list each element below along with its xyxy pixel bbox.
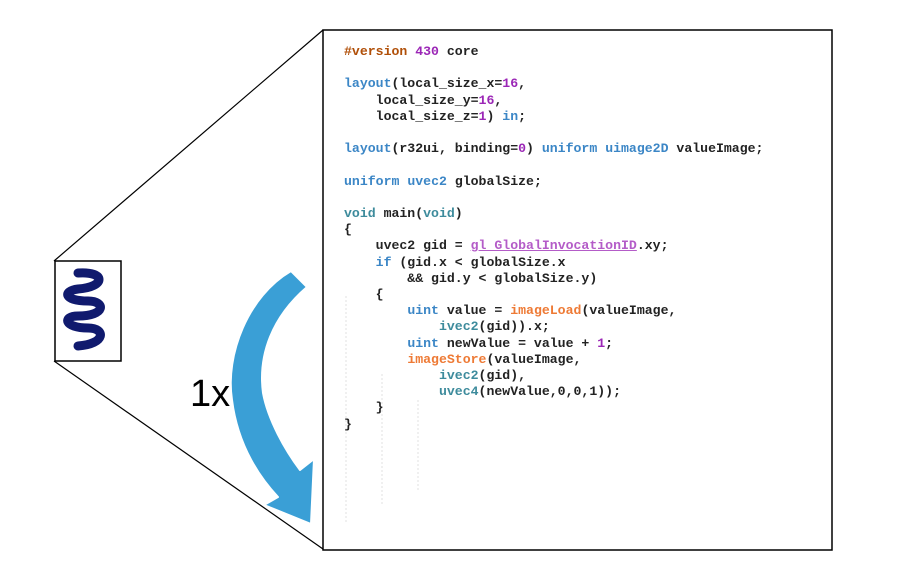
code-token: }	[344, 400, 384, 416]
code-token: )	[486, 108, 503, 124]
indent-guides	[345, 296, 419, 522]
code-token: uniform	[541, 141, 598, 157]
code-token: )	[454, 206, 463, 221]
code-token: {	[344, 222, 352, 238]
code-token: (r32ui, binding=	[391, 141, 519, 157]
code-token: uimage2D	[605, 141, 669, 157]
code-token: (valueImage,	[486, 351, 582, 367]
code-line: uint newValue = value + 1;	[344, 336, 613, 352]
code-line: layout(r32ui, binding=0) uniform uimage2…	[344, 141, 763, 157]
code-token: local_size_z=	[344, 108, 479, 124]
code-token: #version	[344, 44, 408, 59]
code-line: }	[344, 417, 352, 433]
code-token	[344, 368, 439, 383]
code-token: ivec2	[438, 319, 479, 335]
code-token: void	[423, 206, 455, 221]
code-token: newValue = value +	[438, 335, 598, 351]
code-token: {	[344, 287, 384, 302]
code-token: main(	[375, 206, 424, 221]
code-line: ivec2(gid)).x;	[344, 319, 550, 335]
code-token	[344, 319, 439, 334]
code-token: uniform	[344, 173, 400, 189]
code-token	[344, 238, 376, 253]
curved-arrow-icon	[229, 270, 315, 525]
code-token: ,	[518, 76, 527, 92]
thumbnail	[54, 260, 122, 362]
code-token	[597, 141, 605, 156]
code-token: core	[438, 44, 479, 59]
code-token	[344, 352, 407, 367]
code-token: && gid.y < globalSize.y)	[344, 270, 598, 286]
zoom-line-bottom	[53, 360, 324, 550]
code-token: )	[526, 141, 542, 157]
code-token: uvec4	[438, 384, 479, 400]
sine-wave-icon	[63, 268, 105, 351]
code-token	[344, 336, 407, 351]
code-line: local_size_y=16,	[344, 92, 503, 109]
code-token: gl_GlobalInvocationID	[470, 238, 637, 254]
code-token: }	[344, 416, 352, 432]
code-token: layout	[344, 141, 392, 157]
code-token: layout	[344, 76, 392, 92]
code-line: uint value = imageLoad(valueImage,	[344, 303, 676, 319]
code-token: local_size_y=	[344, 92, 479, 108]
code-token: value =	[438, 303, 511, 319]
code-line: }	[344, 400, 384, 416]
code-token: imageLoad	[510, 303, 582, 319]
code-token: ,	[494, 92, 503, 108]
code-line: uvec4(newValue,0,0,1));	[344, 384, 621, 400]
zoom-line-top	[53, 29, 324, 262]
code-line: && gid.y < globalSize.y)	[344, 271, 597, 287]
code-token: (gid)).x;	[478, 319, 550, 335]
code-line: #version 430 core	[344, 44, 479, 60]
code-token: if	[375, 254, 392, 270]
code-line: local_size_z=1) in;	[344, 109, 526, 125]
code-token: gid =	[415, 238, 471, 254]
code-token: uvec2	[375, 238, 416, 254]
code-token: (gid),	[478, 368, 527, 383]
multiplier-label: 1x	[190, 373, 231, 415]
code-line: {	[344, 287, 384, 303]
code-token	[344, 384, 439, 399]
code-token: ivec2	[438, 368, 479, 383]
code-panel-frame	[322, 29, 833, 551]
code-token: (valueImage,	[581, 303, 677, 319]
code-token: (gid.x < globalSize.x	[391, 254, 566, 270]
code-line: if (gid.x < globalSize.x	[344, 255, 566, 271]
code-token: uvec2	[407, 173, 447, 189]
code-token: valueImage;	[668, 141, 764, 157]
code-token: (newValue,0,0,1));	[478, 384, 621, 400]
code-token	[344, 303, 407, 318]
code-token: 430	[415, 44, 439, 59]
code-token: (local_size_x=	[391, 76, 503, 92]
code-token: ;	[605, 335, 614, 351]
code-line: ivec2(gid),	[344, 368, 526, 384]
code-token: 1	[478, 108, 487, 124]
code-line: uniform uvec2 globalSize;	[344, 174, 542, 190]
code-token	[344, 255, 376, 270]
code-token: void	[344, 206, 376, 221]
code-token: .xy;	[636, 238, 669, 254]
code-token: 16	[478, 92, 495, 108]
code-token: ;	[518, 108, 527, 124]
code-token: uint	[407, 303, 439, 319]
code-token: 16	[502, 76, 519, 92]
code-line: uvec2 gid = gl_GlobalInvocationID.xy;	[344, 238, 669, 254]
code-token: imageStore	[407, 351, 487, 367]
code-token: 1	[597, 335, 606, 351]
code-line: imageStore(valueImage,	[344, 352, 581, 368]
code-line: void main(void)	[344, 206, 463, 222]
code-token: 0	[518, 141, 527, 157]
code-line: {	[344, 222, 352, 238]
code-token: in	[502, 108, 519, 124]
code-token: uint	[407, 335, 439, 351]
code-line: layout(local_size_x=16,	[344, 76, 526, 92]
code-token: globalSize;	[446, 173, 542, 189]
